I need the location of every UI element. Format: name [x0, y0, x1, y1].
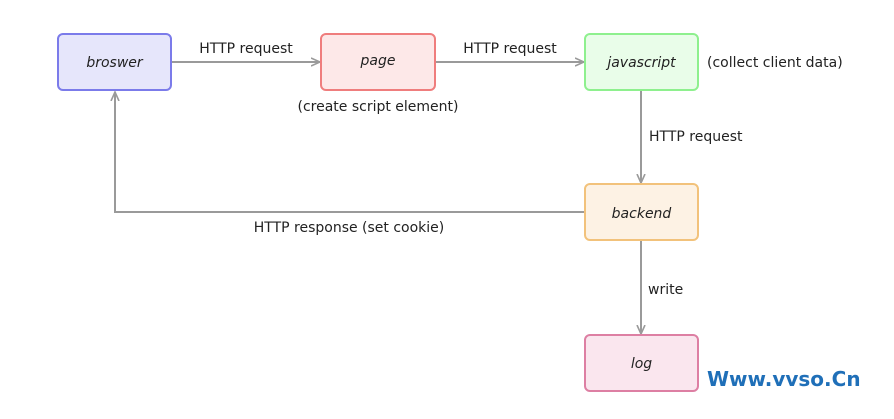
node-backend: backend: [584, 183, 699, 241]
node-log-box: [584, 334, 699, 392]
node-log: log: [584, 334, 699, 392]
edge-backend-to-browser: [115, 92, 585, 213]
node-page: page: [320, 33, 436, 91]
edge-label-page-to-javascript: HTTP request: [463, 41, 557, 57]
node-backend-box: [584, 183, 699, 241]
node-browser: broswer: [57, 33, 172, 91]
edge-label-browser-to-page: HTTP request: [199, 41, 293, 57]
node-page-box: [320, 33, 436, 91]
node-javascript-box: [584, 33, 699, 91]
note-javascript: (collect client data): [707, 55, 843, 71]
node-page-label: page: [360, 53, 396, 69]
node-javascript: javascript: [584, 33, 699, 91]
edge-label-backend-to-browser: HTTP response (set cookie): [254, 220, 445, 236]
node-browser-label: broswer: [86, 55, 144, 71]
node-backend-label: backend: [612, 206, 672, 222]
edge-label-backend-to-log: write: [648, 282, 683, 298]
node-javascript-label: javascript: [605, 55, 676, 71]
note-page: (create script element): [297, 99, 458, 115]
watermark-logo: Www.vvso.Cn: [707, 367, 861, 391]
node-log-label: log: [631, 356, 652, 372]
node-browser-box: [57, 33, 172, 91]
edge-label-javascript-to-backend: HTTP request: [649, 129, 743, 145]
